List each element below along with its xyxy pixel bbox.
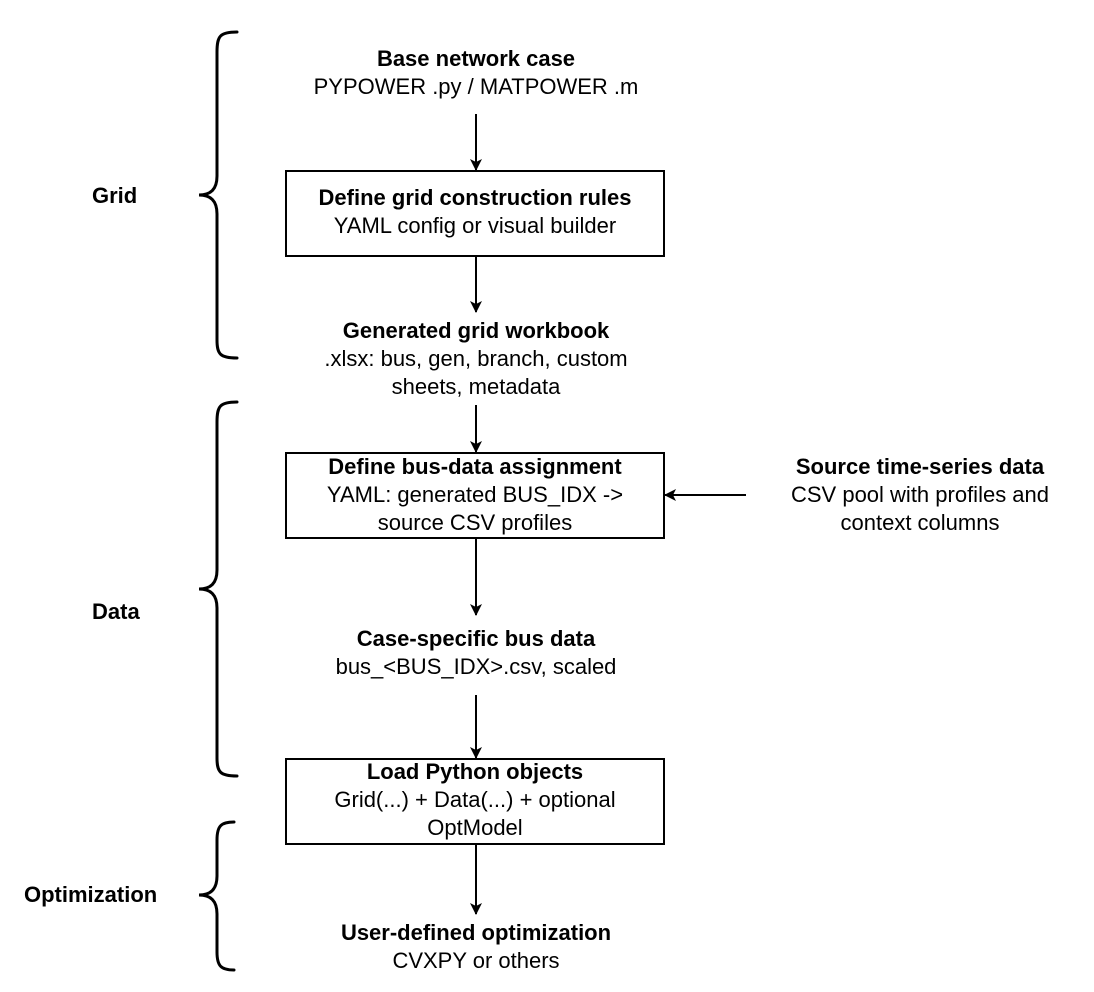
node-grid-rules-desc: YAML config or visual builder [333,213,617,238]
node-bus-assignment-desc-1: YAML: generated BUS_IDX -> [326,482,624,507]
node-base-case-title: Base network case [376,46,576,71]
node-source-data: Source time-series data CSV pool with pr… [752,453,1088,537]
node-load-objects-desc-2: OptModel [427,815,523,840]
node-source-data-title: Source time-series data [795,454,1045,479]
node-load-objects: Load Python objects Grid(...) + Data(...… [286,758,664,842]
node-bus-assignment-desc-2: source CSV profiles [377,510,573,535]
node-load-objects-title: Load Python objects [366,759,584,784]
node-bus-data-title: Case-specific bus data [356,626,596,651]
node-grid-workbook: Generated grid workbook .xlsx: bus, gen,… [246,317,706,401]
node-user-optimization-title: User-defined optimization [340,920,612,945]
node-user-optimization-desc: CVXPY or others [392,948,560,973]
node-grid-rules-title: Define grid construction rules [318,185,632,210]
node-source-data-desc-1: CSV pool with profiles and [790,482,1050,507]
node-bus-data: Case-specific bus data bus_<BUS_IDX>.csv… [246,625,706,681]
group-label-optimization: Optimization [24,882,158,907]
node-user-optimization: User-defined optimization CVXPY or other… [246,919,706,975]
node-base-case: Base network case PYPOWER .py / MATPOWER… [246,45,706,101]
group-label-grid: Grid [92,183,138,208]
node-base-case-desc: PYPOWER .py / MATPOWER .m [313,74,639,99]
node-grid-workbook-title: Generated grid workbook [342,318,610,343]
optimization-brace [198,820,236,972]
node-grid-workbook-desc-1: .xlsx: bus, gen, branch, custom [324,346,628,371]
grid-brace [198,30,239,360]
node-bus-assignment-title: Define bus-data assignment [328,454,622,479]
node-grid-rules: Define grid construction rules YAML conf… [286,184,664,240]
node-load-objects-desc-1: Grid(...) + Data(...) + optional [334,787,616,812]
node-source-data-desc-2: context columns [840,510,1000,535]
bus-assignment-box [285,452,665,539]
grid-rules-box [285,170,665,257]
node-bus-assignment: Define bus-data assignment YAML: generat… [286,453,664,537]
load-objects-box [285,758,665,845]
group-label-data: Data [92,599,140,624]
node-bus-data-desc: bus_<BUS_IDX>.csv, scaled [335,654,617,679]
node-grid-workbook-desc-2: sheets, metadata [391,374,561,399]
data-brace [198,400,239,778]
